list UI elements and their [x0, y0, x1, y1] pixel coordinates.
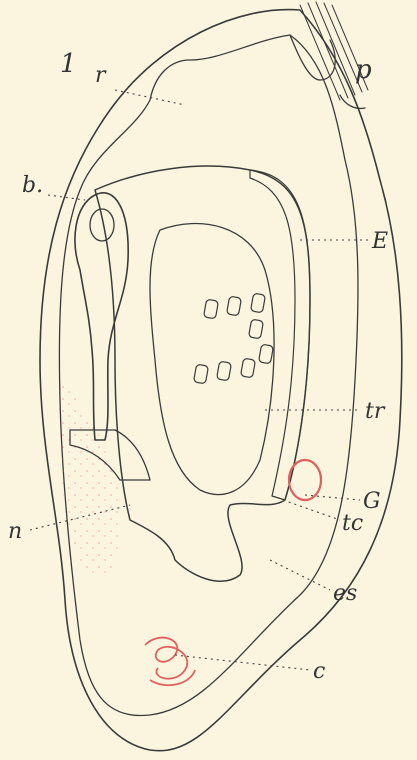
label-b: b. [22, 173, 43, 198]
leader-lines [30, 90, 370, 670]
label-figure-number: 1 [60, 49, 77, 79]
red-organ-G [289, 460, 321, 500]
inner-lobe [150, 223, 274, 494]
label-E: E [371, 229, 388, 254]
label-n: n [8, 519, 22, 544]
body-cavity [59, 35, 358, 716]
label-tr: tr [365, 399, 386, 424]
label-p: p [355, 55, 372, 85]
red-stipple-region [59, 380, 122, 576]
stalk-organ [75, 193, 128, 440]
label-r: r [95, 63, 107, 88]
tr-cells [194, 293, 274, 384]
label-tc: tc [342, 511, 363, 536]
label-c: c [313, 659, 325, 684]
label-G: G [363, 489, 381, 514]
red-coil-c [145, 638, 195, 686]
hatched-band [250, 170, 310, 500]
label-es: es [333, 581, 357, 606]
